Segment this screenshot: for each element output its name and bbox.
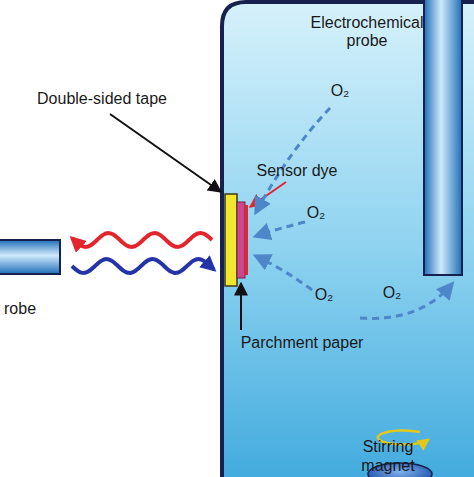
sensor-dye: [245, 205, 248, 275]
double-sided-tape: [225, 194, 237, 286]
leader-line: [110, 114, 221, 192]
tape-label: Double-sided tape: [37, 90, 167, 108]
electrochemical-probe: [424, 0, 462, 275]
leader-line: [250, 182, 286, 207]
leader-line: [240, 283, 242, 330]
probe-label: Electrochemical probe: [308, 14, 426, 51]
magnet-label: Stirring magnet: [353, 438, 423, 475]
diffusion-arrows: [256, 108, 452, 318]
excitation-wave: [72, 259, 214, 273]
emission-wave: [72, 233, 212, 247]
oxygen-label: O₂: [383, 284, 402, 302]
oxygen-label: O₂: [307, 204, 326, 222]
oxygen-label: O₂: [315, 286, 334, 304]
dye-label: Sensor dye: [257, 162, 338, 180]
probe-label: robe: [4, 300, 36, 318]
paper-label: Parchment paper: [241, 334, 364, 352]
oxygen-label: O₂: [331, 82, 350, 100]
parchment-paper: [237, 202, 245, 278]
optical-probe: [0, 240, 60, 274]
